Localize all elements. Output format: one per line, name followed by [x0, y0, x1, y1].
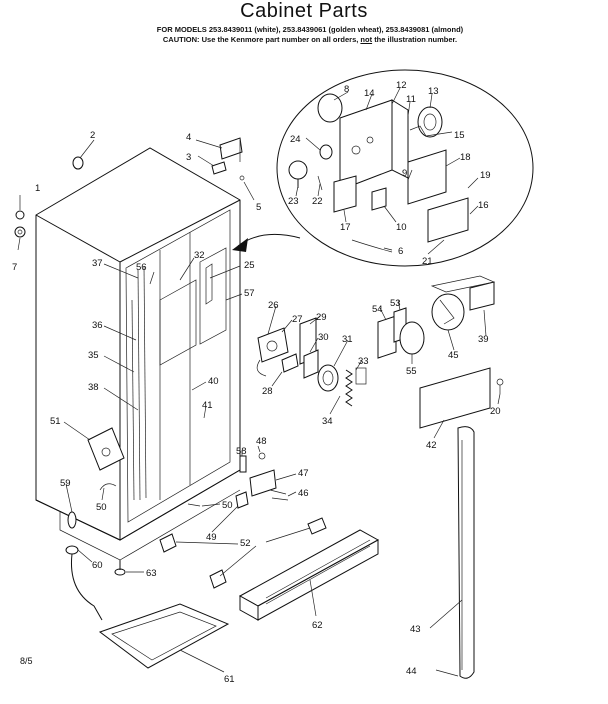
gasket-strip: [457, 426, 475, 679]
callout-50: 50: [222, 500, 233, 511]
leader-lines: [17, 87, 501, 677]
callout-57: 57: [244, 288, 255, 299]
callout-14: 14: [364, 88, 375, 99]
callout-53: 53: [390, 298, 401, 309]
callout-44: 44: [406, 666, 417, 677]
callout-58: 58: [236, 446, 247, 457]
page-code: 8/5: [20, 656, 33, 666]
callout-3: 3: [186, 152, 191, 163]
callout-28: 28: [262, 386, 273, 397]
callout-48: 48: [256, 436, 267, 447]
callout-10: 10: [396, 222, 407, 233]
callout-4: 4: [186, 132, 191, 143]
callout-31: 31: [342, 334, 353, 345]
callout-35: 35: [88, 350, 99, 361]
callout-34: 34: [322, 416, 333, 427]
callout-50-lower: 50: [96, 502, 107, 513]
caution-prefix: CAUTION: Use the Kenmore part number on …: [162, 35, 359, 44]
left-small-parts: [14, 137, 245, 238]
callout-23: 23: [288, 196, 299, 207]
callout-33: 33: [358, 356, 369, 367]
control-assembly-detail: [232, 69, 534, 267]
callout-39: 39: [478, 334, 489, 345]
callout-49: 49: [206, 532, 217, 543]
callout-13: 13: [428, 86, 439, 97]
callout-36: 36: [92, 320, 103, 331]
callout-46: 46: [298, 488, 309, 499]
callout-52: 52: [240, 538, 251, 549]
cabinet-body: [35, 147, 241, 561]
callout-16: 16: [478, 200, 489, 211]
callout-45: 45: [448, 350, 459, 361]
callout-6: 6: [398, 246, 403, 257]
callout-42: 42: [426, 440, 437, 451]
caution-line: CAUTION: Use the Kenmore part number on …: [70, 35, 550, 44]
callout-30: 30: [318, 332, 329, 343]
callout-19: 19: [480, 170, 491, 181]
callout-24: 24: [290, 134, 301, 145]
caution-suffix: the illustration number.: [374, 35, 458, 44]
callout-20: 20: [490, 406, 501, 417]
callout-17: 17: [340, 222, 351, 233]
callout-26: 26: [268, 300, 279, 311]
callout-55: 55: [406, 366, 417, 377]
models-line: FOR MODELS 253.8439011 (white), 253.8439…: [156, 25, 464, 34]
callout-38: 38: [88, 382, 99, 393]
callout-8: 8: [344, 84, 349, 95]
middle-parts-cluster: [256, 275, 504, 429]
callout-56: 56: [136, 262, 147, 273]
callout-41: 41: [202, 400, 213, 411]
callout-54: 54: [372, 304, 383, 315]
callout-27: 27: [292, 314, 303, 325]
callout-22: 22: [312, 196, 323, 207]
bottom-parts: [65, 427, 380, 669]
callout-18: 18: [460, 152, 471, 163]
callout-51: 51: [50, 416, 61, 427]
callout-11: 11: [406, 94, 416, 105]
callout-60: 60: [92, 560, 103, 571]
callout-47: 47: [298, 468, 309, 479]
callout-61: 61: [224, 674, 235, 685]
caution-not: not: [360, 35, 373, 44]
page-title: Cabinet Parts: [240, 0, 368, 22]
callout-62: 62: [312, 620, 323, 631]
callout-15: 15: [454, 130, 465, 141]
callout-63: 63: [146, 568, 157, 579]
callout-7: 7: [12, 262, 17, 273]
callout-5: 5: [256, 202, 261, 213]
callout-59: 59: [60, 478, 71, 489]
callout-37: 37: [92, 258, 103, 269]
callout-25: 25: [244, 260, 255, 271]
callout-2: 2: [90, 130, 95, 141]
callout-29: 29: [316, 312, 327, 323]
callout-32: 32: [194, 250, 205, 261]
callout-9: 9: [402, 168, 407, 179]
callout-21: 21: [422, 256, 433, 267]
callout-1: 1: [35, 183, 40, 194]
callout-43: 43: [410, 624, 421, 635]
callout-12: 12: [396, 80, 407, 91]
callout-labels: 1 2 3 4 5 6 7 8 9 10 11 12 13 14 15 16 1…: [12, 80, 501, 685]
callout-40: 40: [208, 376, 219, 387]
